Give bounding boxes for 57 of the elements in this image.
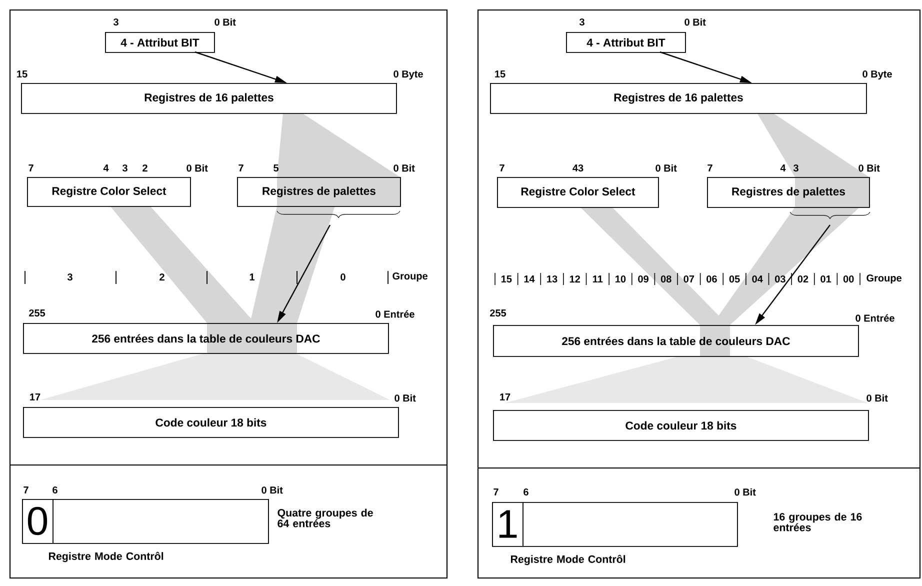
bit-label: 0 Entrée [856, 314, 894, 322]
bit-label: 0 Bit [734, 488, 756, 496]
bit-label: Groupe [866, 274, 902, 284]
register-box: 4 - Attribut BIT [566, 32, 686, 53]
register-box: Registre Color Select [497, 177, 659, 208]
register-box: Registres de 16 palettes [21, 83, 397, 114]
bit-label: 00 [843, 275, 854, 283]
bit-label: 06 [706, 275, 717, 283]
bit-label: 0 Bit [186, 164, 208, 172]
bit-label: 05 [729, 275, 740, 283]
bit-label: 0 Bit [262, 486, 283, 494]
register-box: Registres de palettes [237, 177, 401, 207]
register-box: Registres de palettes [707, 177, 870, 208]
bit-label: 15 [17, 70, 28, 78]
register-box: 0 [22, 498, 269, 544]
bit-label: 255 [490, 309, 506, 317]
bit-label: 07 [684, 275, 694, 283]
bit-label: 0 Bit [866, 394, 888, 402]
bit-label: 12 [570, 276, 580, 282]
bit-label: 13 [547, 275, 558, 283]
bit-label: 10 [616, 275, 626, 283]
node-label: Registre Mode Contrôl [510, 554, 626, 566]
bit-label: 0 Bit [656, 164, 677, 172]
bit-label: 08 [660, 275, 672, 283]
bit-label: 03 [775, 275, 786, 283]
register-box: 256 entrées dans la table de couleurs DAC [493, 324, 859, 357]
register-box: Registre Color Select [27, 177, 191, 207]
bit-label: Groupe [392, 272, 428, 282]
bit-label: 15 [501, 276, 512, 282]
bit-label: 01 [820, 275, 832, 283]
register-box: 4 - Attribut BIT [105, 32, 215, 53]
node-label: 16 groupes de 16 entrées [774, 512, 862, 532]
bit-label: 17 [500, 394, 510, 400]
register-box: Registres de 16 palettes [490, 83, 867, 114]
register-box: Code couleur 18 bits [23, 406, 399, 438]
bit-label: 0 Byte [862, 70, 892, 80]
bit-label: 14 [524, 276, 535, 282]
bit-label: 0 Bit [394, 394, 416, 402]
bit-label: 0 Entrée [376, 310, 414, 318]
bit-label: 0 Bit [394, 164, 415, 172]
bit-label: 0 Bit [858, 164, 880, 172]
bit-label: 0 [340, 273, 346, 281]
bit-label: 2 [160, 274, 164, 280]
node-label: Registre Mode Contrôl [49, 552, 164, 562]
bit-label: 09 [638, 275, 648, 283]
register-box: 256 entrées dans la table de couleurs DAC [23, 322, 389, 354]
bit-label: 11 [593, 276, 603, 282]
bit-label: 1 [250, 274, 255, 280]
bit-label: 0 Byte [394, 70, 423, 80]
node-label: Quatre groupes de 64 entrées [278, 508, 373, 528]
register-box: 1 [492, 502, 738, 547]
bit-label: 3 [67, 273, 72, 281]
bit-label: 02 [798, 275, 808, 283]
bit-label: 04 [752, 275, 763, 283]
bit-label: 0 Bit [684, 18, 706, 26]
register-box: Code couleur 18 bits [493, 410, 869, 441]
bit-label: 0 Bit [214, 18, 236, 26]
